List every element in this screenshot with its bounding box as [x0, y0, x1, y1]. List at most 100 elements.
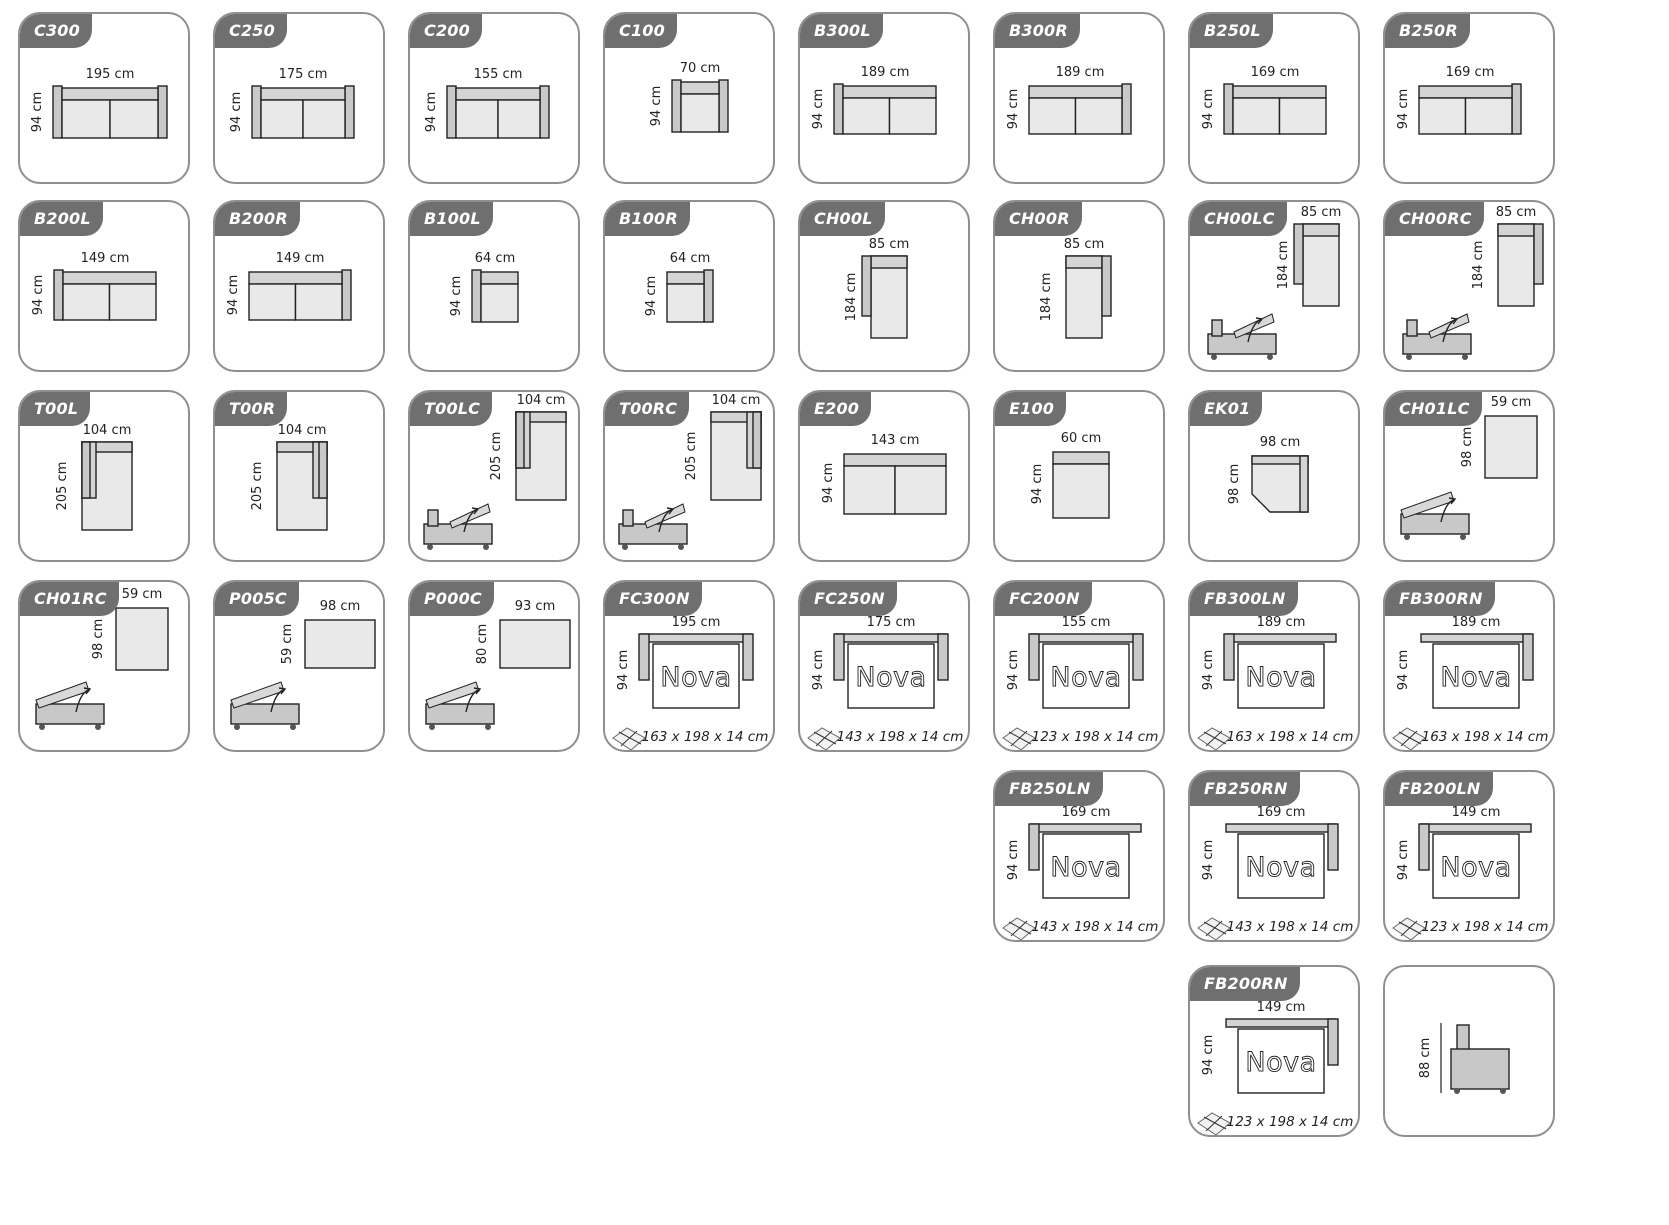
armrest: [539, 85, 550, 139]
brand-logo: Nova: [660, 662, 731, 693]
depth-dimension: 94 cm: [1201, 1035, 1216, 1076]
brand-logo: Nova: [1245, 1047, 1316, 1078]
armrest: [752, 411, 762, 469]
width-dimension: 169 cm: [1062, 805, 1111, 820]
brand-logo: Nova: [855, 662, 926, 693]
depth-dimension: 98 cm: [91, 619, 106, 660]
side-body: [1450, 1048, 1510, 1090]
storage-lift-icon: [618, 503, 688, 550]
depth-dimension: 184 cm: [844, 273, 859, 322]
pouf-top: [304, 619, 376, 669]
armrest: [318, 441, 328, 499]
armrest: [742, 633, 754, 681]
width-dimension: 104 cm: [278, 423, 327, 438]
mattress-icon: [1002, 727, 1036, 750]
armrest: [251, 85, 262, 139]
module-code-label: P005C: [215, 582, 299, 616]
module-code-label: FB300LN: [1190, 582, 1298, 616]
depth-dimension: 94 cm: [226, 275, 241, 316]
width-dimension: 189 cm: [1452, 615, 1501, 630]
module-code-label: T00LC: [410, 392, 493, 426]
storage-lift-icon: [423, 503, 493, 550]
brand-logo: Nova: [1245, 662, 1316, 693]
armrest: [1028, 823, 1040, 871]
mattress: [1042, 643, 1130, 709]
armrest: [344, 85, 355, 139]
depth-dimension: 205 cm: [250, 462, 265, 511]
base: [1207, 333, 1277, 355]
backrest: [62, 271, 157, 285]
seat-cushion: [108, 283, 157, 321]
width-dimension: 104 cm: [712, 393, 761, 408]
module-code-label: FB250RN: [1190, 772, 1300, 806]
armrest: [1522, 633, 1534, 681]
backrest: [680, 81, 720, 95]
depth-dimension: 94 cm: [649, 86, 664, 127]
mattress-icon: [1197, 727, 1231, 750]
seat-cushion: [480, 283, 519, 323]
seat-cushion: [248, 283, 297, 321]
depth-dimension: 94 cm: [1030, 464, 1045, 505]
seat-cushion: [294, 283, 343, 321]
module-code-label: P000C: [410, 582, 494, 616]
seat-cushion: [260, 99, 304, 139]
mattress-size: 123 x 198 x 14 cm: [1032, 729, 1159, 745]
module-code-label: C300: [20, 14, 92, 48]
armrest: [1121, 83, 1132, 135]
base: [425, 703, 495, 725]
module-card[interactable]: 88 cm: [1383, 965, 1555, 1137]
module-code-label: B200R: [215, 202, 300, 236]
module-code-label: CH00LC: [1190, 202, 1287, 236]
seat-cushion: [109, 99, 159, 139]
seat-cushion: [61, 99, 111, 139]
armrest: [515, 411, 525, 469]
armrest: [341, 269, 352, 321]
seat-cushion: [497, 99, 541, 139]
side-backrest: [1299, 455, 1309, 513]
width-dimension: 60 cm: [1061, 431, 1102, 446]
